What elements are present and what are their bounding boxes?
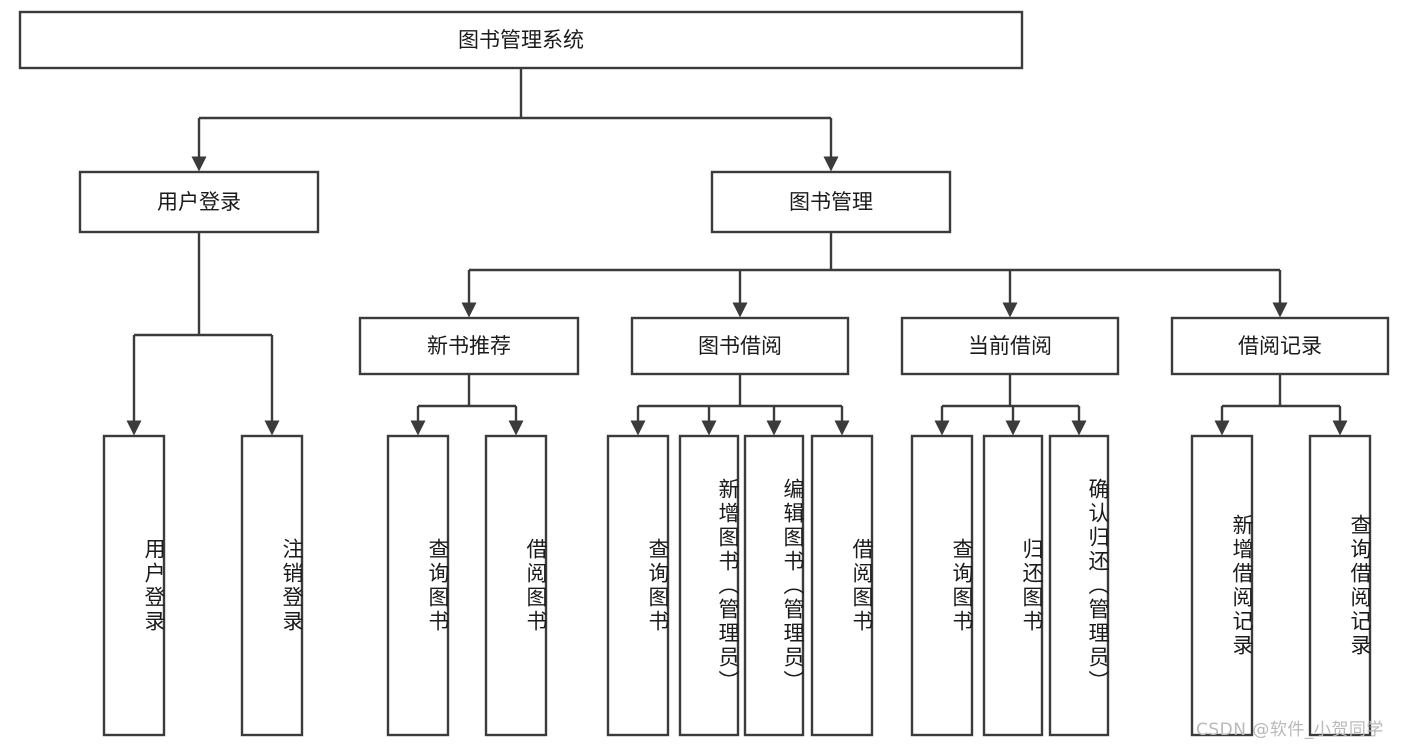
node-box-book-borrow[interactable] — [630, 316, 850, 376]
node-box-leaf-borrow-book[interactable] — [810, 434, 874, 737]
arrow-head — [264, 420, 280, 436]
node-box-leaf-add-borrow-record[interactable] — [1190, 434, 1254, 737]
arrow-head — [934, 420, 950, 436]
arrow-head — [461, 302, 477, 318]
arrow-head — [508, 420, 524, 436]
arrow-head — [1332, 420, 1348, 436]
node-box-leaf-return-book[interactable] — [982, 434, 1044, 737]
node-label-root: 图书管理系统 — [458, 28, 584, 52]
connectors-layer — [126, 68, 1348, 436]
connector-book-manage-to-level2 — [469, 232, 1280, 272]
arrow-head — [732, 302, 748, 318]
nodes-layer — [18, 10, 1390, 737]
node-box-leaf-query-book-current[interactable] — [910, 434, 974, 737]
node-label-borrow-record: 借阅记录 — [1238, 334, 1322, 358]
arrow-head — [766, 420, 782, 436]
connector-new-book-to-leaves — [418, 374, 516, 408]
node-box-book-manage[interactable] — [710, 170, 952, 234]
arrow-head — [1214, 420, 1230, 436]
arrow-head — [1002, 302, 1018, 318]
arrow-head — [701, 420, 717, 436]
node-box-leaf-query-book-borrow[interactable] — [606, 434, 670, 737]
node-label-book-manage: 图书管理 — [789, 190, 873, 214]
node-label-book-borrow: 图书借阅 — [698, 334, 782, 358]
arrow-head — [834, 420, 850, 436]
node-box-borrow-record[interactable] — [1170, 316, 1390, 376]
node-label-user-login: 用户登录 — [157, 190, 241, 214]
node-box-current-borrow[interactable] — [900, 316, 1120, 376]
connector-borrow-record-to-leaves — [1222, 374, 1340, 408]
node-box-leaf-query-borrow-record[interactable] — [1308, 434, 1372, 737]
arrow-head — [410, 420, 426, 436]
node-label-current-borrow: 当前借阅 — [968, 334, 1052, 358]
node-box-leaf-user-login[interactable] — [102, 434, 166, 737]
arrow-head — [823, 156, 839, 172]
arrow-head — [1272, 302, 1288, 318]
node-box-leaf-query-book-rec[interactable] — [386, 434, 450, 737]
connector-user-login-to-leaves — [134, 232, 272, 337]
arrow-head — [1071, 420, 1087, 436]
arrow-head — [126, 420, 142, 436]
connector-book-borrow-to-leaves — [638, 374, 842, 408]
csdn-watermark: CSDN @软件_小贺同学 — [1196, 720, 1384, 740]
node-box-user-login[interactable] — [78, 170, 320, 234]
arrow-head — [630, 420, 646, 436]
node-box-root[interactable] — [18, 10, 1024, 70]
connector-root-to-level1 — [199, 68, 831, 120]
arrow-head — [191, 156, 207, 172]
connector-current-borrow-to-leaves — [942, 374, 1079, 408]
arrow-head — [1005, 420, 1021, 436]
node-box-leaf-confirm-return-admin[interactable] — [1048, 434, 1110, 737]
node-box-leaf-edit-book-admin[interactable] — [743, 434, 805, 737]
node-box-leaf-borrow-book-rec[interactable] — [484, 434, 548, 737]
node-box-new-book-recommend[interactable] — [358, 316, 580, 376]
node-box-leaf-logout-login[interactable] — [240, 434, 304, 737]
node-label-new-book-recommend: 新书推荐 — [427, 334, 511, 358]
node-box-leaf-add-book-admin[interactable] — [678, 434, 740, 737]
